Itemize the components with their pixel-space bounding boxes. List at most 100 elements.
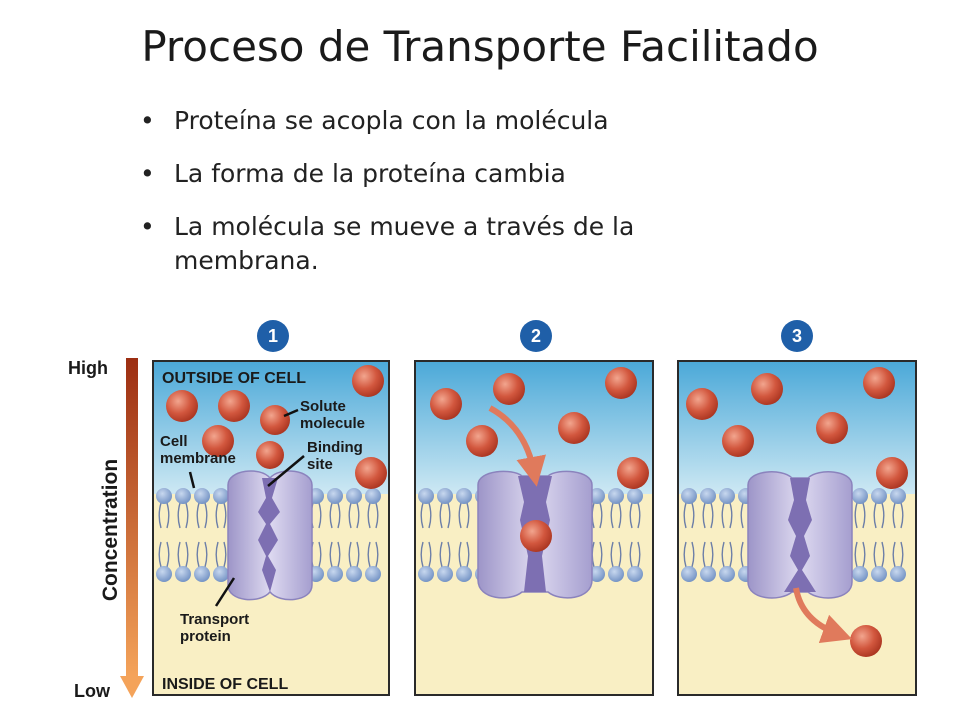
axis-concentration-label: Concentration xyxy=(99,459,122,601)
axis-high-label: High xyxy=(68,358,108,378)
lipid-tail xyxy=(900,541,904,568)
cell-membrane-label: Cell xyxy=(160,433,188,450)
lipid-tail xyxy=(740,502,744,529)
solute-molecule xyxy=(202,425,234,457)
lipid-head xyxy=(156,566,172,582)
lipid-tail xyxy=(215,502,219,529)
step-badge-circle xyxy=(520,320,552,352)
lipid-tail xyxy=(881,541,885,568)
lipid-head xyxy=(608,566,624,582)
lipid-tail xyxy=(223,541,227,568)
leader-line xyxy=(188,471,196,489)
panel-frame xyxy=(414,360,654,696)
lipid-tail xyxy=(900,502,904,529)
lipid-tail xyxy=(729,541,733,568)
solute-molecule-bound xyxy=(520,520,552,552)
lipid-head xyxy=(437,566,453,582)
lipid-tail xyxy=(466,502,470,529)
lipid-tail xyxy=(177,541,181,568)
leader-line xyxy=(283,408,299,418)
solute-molecule xyxy=(722,425,754,457)
bullet-item: La molécula se mueve a través de la memb… xyxy=(140,210,780,278)
lipid-tail xyxy=(215,541,219,568)
lipid-tail xyxy=(375,502,379,529)
lipid-head xyxy=(681,566,697,582)
lipid-head xyxy=(871,566,887,582)
lipid-tail xyxy=(629,541,633,568)
lipid-tail xyxy=(599,541,603,568)
lipid-tail xyxy=(691,502,695,529)
lipid-head xyxy=(327,488,343,504)
lipid-tail xyxy=(420,541,424,568)
lipid-head xyxy=(456,566,472,582)
leader-line xyxy=(267,455,305,487)
lipid-head xyxy=(418,566,434,582)
lipid-head xyxy=(194,488,210,504)
lipid-tail xyxy=(185,502,189,529)
lipid-head xyxy=(627,566,643,582)
transport-protein-label: Transport xyxy=(180,611,249,628)
lipid-tail xyxy=(721,502,725,529)
lipid-head xyxy=(365,566,381,582)
lipid-head xyxy=(418,488,434,504)
lipid-tail xyxy=(439,502,443,529)
solute-molecule xyxy=(605,367,637,399)
lipid-head xyxy=(700,566,716,582)
lipid-tail xyxy=(318,541,322,568)
lipid-tail xyxy=(158,541,162,568)
lipid-tail xyxy=(466,541,470,568)
concentration-gradient-bar xyxy=(126,358,138,676)
lipid-head xyxy=(346,566,362,582)
lipid-tail xyxy=(854,502,858,529)
lipid-head xyxy=(456,488,472,504)
solute-molecule xyxy=(352,365,384,397)
lipid-head xyxy=(589,488,605,504)
lipid-tail xyxy=(329,541,333,568)
lipid-head xyxy=(890,566,906,582)
lipid-head xyxy=(852,566,868,582)
lipid-head xyxy=(700,488,716,504)
lipid-tail xyxy=(375,541,379,568)
solute-molecule xyxy=(430,388,462,420)
lipid-head xyxy=(852,488,868,504)
lipid-head xyxy=(437,488,453,504)
lipid-tail xyxy=(637,541,641,568)
lipid-tail xyxy=(204,502,208,529)
leader-line xyxy=(214,577,236,607)
lipid-tail xyxy=(166,502,170,529)
lipid-tail xyxy=(710,541,714,568)
outside-of-cell-label: OUTSIDE OF CELL xyxy=(162,370,306,387)
panel-step-2 xyxy=(414,360,654,696)
lipid-head xyxy=(365,488,381,504)
lipid-head xyxy=(327,566,343,582)
lipid-tail xyxy=(854,541,858,568)
lipid-tail xyxy=(729,502,733,529)
lipid-head xyxy=(681,488,697,504)
solute-molecule xyxy=(686,388,718,420)
lipid-head xyxy=(608,488,624,504)
lipid-tail xyxy=(691,541,695,568)
lipid-tail xyxy=(439,541,443,568)
lipid-tail xyxy=(196,502,200,529)
panel-step-3 xyxy=(677,360,917,696)
slide-title: Proceso de Transporte Facilitado xyxy=(141,22,819,71)
lipid-tail xyxy=(348,541,352,568)
lipid-tail xyxy=(862,541,866,568)
step-badge-circle xyxy=(781,320,813,352)
binding-site-label: Binding xyxy=(307,439,363,456)
lipid-tail xyxy=(683,502,687,529)
lipid-tail xyxy=(881,502,885,529)
solute-molecule xyxy=(558,412,590,444)
lipid-tail xyxy=(420,502,424,529)
lipid-tail xyxy=(710,502,714,529)
lipid-tail xyxy=(158,502,162,529)
lipid-tail xyxy=(618,541,622,568)
step-badge-circle xyxy=(257,320,289,352)
lipid-head xyxy=(156,488,172,504)
solute-molecule xyxy=(876,457,908,489)
solute-molecule-label: Solute xyxy=(300,398,346,415)
lipid-tail xyxy=(447,502,451,529)
lipid-tail xyxy=(618,502,622,529)
lipid-tail xyxy=(356,541,360,568)
lipid-head xyxy=(890,488,906,504)
